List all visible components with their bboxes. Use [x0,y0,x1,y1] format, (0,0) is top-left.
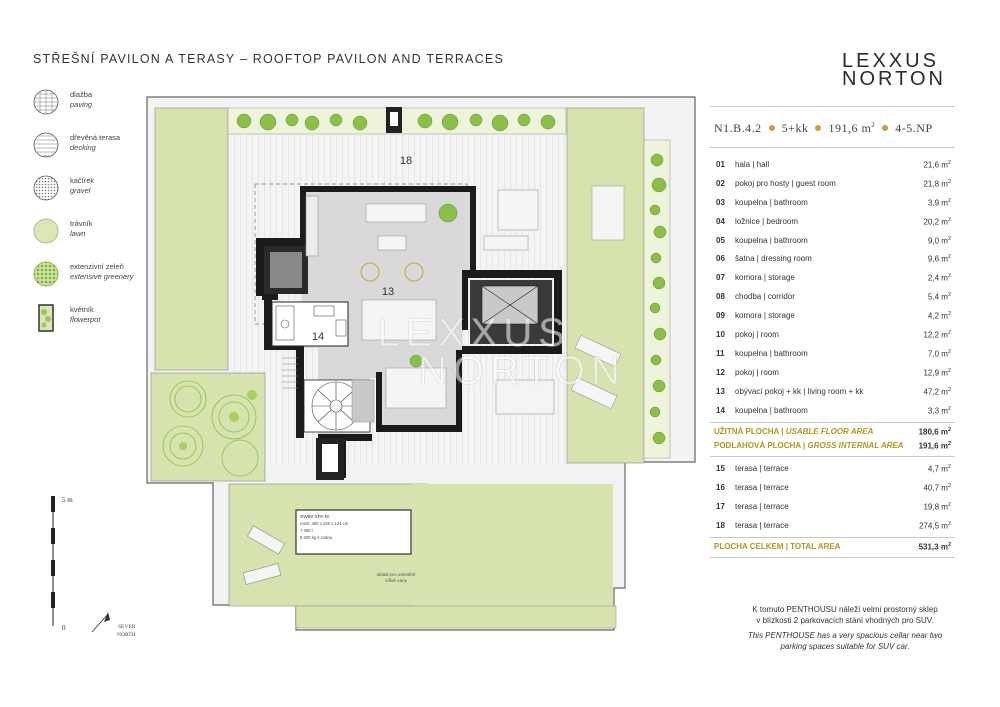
note-cz-1: K tomuto PENTHOUSU náleží velmi prostorn… [752,605,938,614]
north-label-en: NORTH [117,632,136,638]
unit-area: 191,6 m [828,121,872,135]
lawn-strip-right [566,107,645,464]
lawn-icon [33,218,59,244]
spa-note-2: vířivé vany [385,578,408,583]
swim-spa [295,509,412,555]
greenery-icon [33,261,59,287]
note-cz-2: v blízkosti 2 parkovacích stání vhodných… [756,616,934,625]
furniture [305,185,625,423]
divider [710,456,955,458]
logo-line-1: LEXXUS [842,50,939,72]
gold-dot-icon [815,125,822,131]
unit-floors: 4-5.NP [895,121,933,135]
spa-label-1: SWIM SPA M [300,514,329,520]
legend-label: extenzivní zeleň [70,262,124,271]
note-en-1: This PENTHOUSE has a very spacious cella… [747,631,943,640]
watermark-line-1: LEXXUS [377,311,571,355]
spa-label-4: 8 200 kg s vodou [300,535,333,540]
legend-label: dlažba [70,90,93,99]
greenery-shrubs-top [236,113,556,132]
legend-label: trávník [70,219,93,228]
spa-label-3: 7 400 l [300,528,313,533]
watermark-line-2: NORTON [418,349,626,393]
terrace-16-decking [472,356,566,462]
legend-label-en: flowerpot [70,315,101,324]
lawn-strip-left [154,107,229,371]
cellar-note: K tomuto PENTHOUSU náleží velmi prostorn… [715,604,975,656]
legend-label-en: decking [70,143,96,152]
note-en-2: parking spaces suitable for SUV car. [780,642,910,651]
scale-bottom-label: 0 [62,624,66,632]
spa-note-1: oblast pro umístění [376,572,416,577]
stairs [282,357,298,389]
spa-label-2: rozm. 460 x 240 x 124 cm [300,521,349,526]
gold-dot-icon [882,125,889,131]
north-label-cz: SEVER [118,624,136,630]
gold-dot-icon [768,125,775,131]
page-title: STŘEŠNÍ PAVILON A TERASY – ROOFTOP PAVIL… [33,52,504,66]
sun-loungers-bottom [242,525,285,585]
decking-icon [33,132,59,158]
unit-layout: 5+kk [781,121,809,135]
divider [710,557,955,559]
north-arrow: SEVER NORTH [91,612,136,638]
greenery-edge-right [643,139,671,459]
scale-bar: 5 m 0 [51,496,73,632]
paving-icon [33,89,59,115]
divider [710,537,955,539]
legend-label: dřevěná terasa [70,133,121,142]
legend-label-en: gravel [70,186,91,195]
greenery-shrubs-right [649,153,667,445]
legend-label: kačírek [70,176,95,185]
brand-logo: LEXXUS NORTON [842,50,946,90]
logo-line-2: NORTON [842,68,946,90]
label-room-13: 13 [382,286,394,298]
unit-code: N1.B.4.2 [714,121,762,135]
legend-label-en: paving [70,100,93,109]
trees [162,380,259,477]
divider [710,106,955,107]
armchairs [360,262,424,282]
tree-planter [150,372,266,482]
label-room-14: 14 [312,331,324,343]
potted-plants [409,203,458,368]
legend-label-en: extensive greenery [70,272,134,281]
legend-label: květník [70,305,94,314]
legend-label-en: lawn [70,229,86,238]
scale-top-label: 5 m [62,496,73,504]
divider [710,422,955,424]
gravel-icon [33,175,59,201]
room-14-bathroom [271,301,349,347]
label-terrace-18: 18 [400,155,412,167]
divider [710,147,955,148]
flowerpot-icon [38,304,54,332]
